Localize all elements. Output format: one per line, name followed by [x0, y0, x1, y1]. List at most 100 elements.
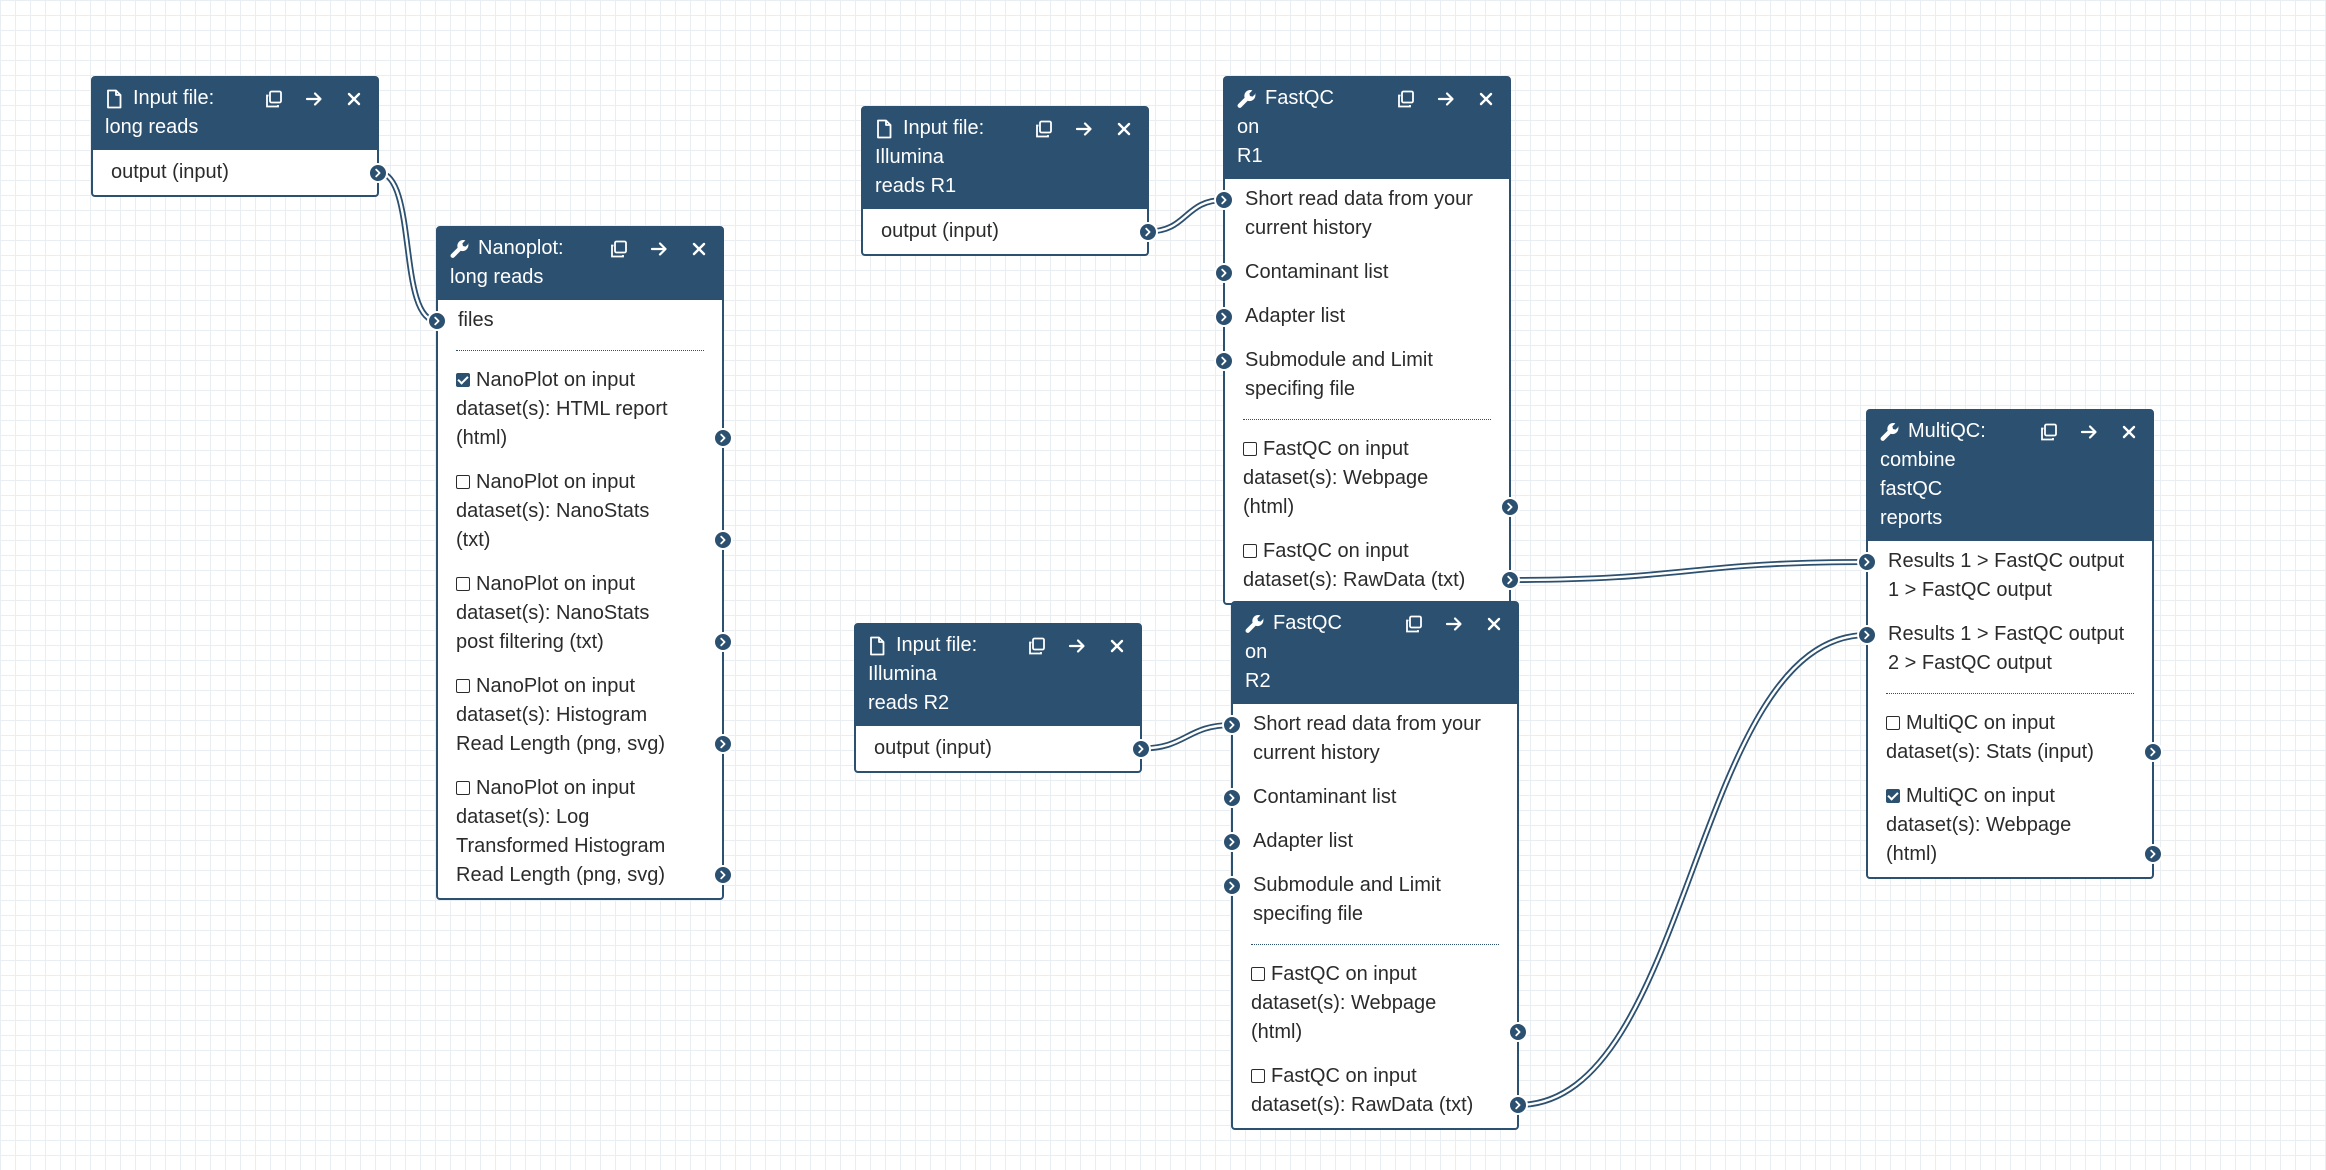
node-title-line2: R1 [1237, 145, 1263, 167]
clone-icon[interactable] [1403, 613, 1425, 635]
output-terminal-icon[interactable] [713, 530, 733, 550]
wrench-icon [1245, 614, 1267, 634]
output-checkbox[interactable] [1243, 442, 1257, 456]
node-input-label: Submodule and Limit specifing file [1245, 349, 1433, 400]
output-terminal-icon[interactable] [1138, 221, 1158, 242]
close-icon[interactable] [2118, 421, 2140, 443]
node-input-label: Submodule and Limit specifing file [1253, 874, 1441, 925]
output-checkbox[interactable] [1251, 1069, 1265, 1083]
connection-edge[interactable] [1509, 559, 1868, 583]
output-checkbox[interactable] [456, 577, 470, 591]
output-checkbox[interactable] [1251, 967, 1265, 981]
arrow-right-icon[interactable] [1066, 635, 1088, 657]
node-header[interactable]: Input file:long reads [93, 78, 377, 150]
output-checkbox[interactable] [456, 781, 470, 795]
output-checkbox[interactable] [456, 373, 470, 387]
input-terminal-icon[interactable] [1857, 552, 1877, 572]
node-output-row: output (input) [856, 734, 1151, 763]
close-icon[interactable] [688, 238, 710, 260]
output-checkbox[interactable] [1886, 789, 1900, 803]
node-input-row: Submodule and Limit specifing file [1222, 871, 1517, 929]
node-title-line1: FastQC on [1237, 87, 1334, 138]
node-output-label: NanoPlot on input dataset(s): Histogram … [456, 675, 666, 755]
connection-edge[interactable] [1517, 632, 1868, 1108]
output-terminal-icon[interactable] [1500, 497, 1520, 517]
node-title-line2: Illumina reads R1 [875, 146, 957, 197]
node-output-label: output (input) [111, 161, 229, 183]
workflow-node-input-long[interactable]: Input file:long reads output (input) [91, 76, 388, 197]
clone-icon[interactable] [1395, 88, 1417, 110]
node-input-label: Contaminant list [1253, 786, 1397, 808]
output-terminal-icon[interactable] [2143, 844, 2163, 864]
close-icon[interactable] [1106, 635, 1128, 657]
clone-icon[interactable] [2038, 421, 2060, 443]
close-icon[interactable] [343, 88, 365, 110]
arrow-right-icon[interactable] [1435, 88, 1457, 110]
node-title-line2: Illumina reads R2 [868, 663, 950, 714]
node-header[interactable]: FastQC on R1 [1225, 78, 1509, 179]
output-terminal-icon[interactable] [1500, 570, 1520, 590]
io-divider [1243, 419, 1491, 420]
input-terminal-icon[interactable] [1222, 876, 1242, 896]
input-terminal-icon[interactable] [1857, 625, 1877, 645]
arrow-right-icon[interactable] [648, 238, 670, 260]
output-terminal-icon[interactable] [713, 632, 733, 652]
clone-icon[interactable] [608, 238, 630, 260]
arrow-right-icon[interactable] [303, 88, 325, 110]
workflow-node-input-r2[interactable]: Input file:Illumina reads R2 output (inpu… [854, 623, 1151, 773]
close-icon[interactable] [1475, 88, 1497, 110]
arrow-right-icon[interactable] [1443, 613, 1465, 635]
output-checkbox[interactable] [1886, 716, 1900, 730]
output-checkbox[interactable] [456, 475, 470, 489]
connection-edge[interactable] [1147, 197, 1225, 235]
output-terminal-icon[interactable] [1508, 1022, 1528, 1042]
node-title-line1: Input file: [133, 87, 215, 109]
output-terminal-icon[interactable] [713, 865, 733, 885]
node-output: MultiQC on input dataset(s): Stats (inpu… [1886, 709, 2134, 767]
input-terminal-icon[interactable] [1214, 190, 1234, 210]
output-terminal-icon[interactable] [713, 734, 733, 754]
arrow-right-icon[interactable] [1073, 118, 1095, 140]
input-terminal-icon[interactable] [427, 311, 447, 331]
input-terminal-icon[interactable] [1222, 788, 1242, 808]
input-terminal-icon[interactable] [1214, 307, 1234, 327]
wrench-icon [1237, 89, 1259, 109]
input-terminal-icon[interactable] [1222, 715, 1242, 735]
clone-icon[interactable] [1026, 635, 1048, 657]
input-terminal-icon[interactable] [1214, 263, 1234, 283]
output-checkbox[interactable] [1243, 544, 1257, 558]
output-checkbox[interactable] [456, 679, 470, 693]
node-header[interactable]: Input file:Illumina reads R1 [863, 108, 1147, 209]
input-terminal-icon[interactable] [1214, 351, 1234, 371]
node-body: output (input) [856, 726, 1151, 771]
clone-icon[interactable] [1033, 118, 1055, 140]
arrow-right-icon[interactable] [2078, 421, 2100, 443]
node-input-row: Short read data from your current histor… [1222, 710, 1517, 768]
close-icon[interactable] [1113, 118, 1135, 140]
output-terminal-icon[interactable] [713, 428, 733, 448]
node-header[interactable]: Nanoplot:long reads [438, 228, 722, 300]
node-output-row: NanoPlot on input dataset(s): Histogram … [438, 672, 733, 759]
output-terminal-icon[interactable] [368, 162, 388, 183]
node-header[interactable]: Input file:Illumina reads R2 [856, 625, 1140, 726]
output-terminal-icon[interactable] [2143, 742, 2163, 762]
node-header[interactable]: MultiQC:combine fastQC reports [1868, 411, 2152, 541]
clone-icon[interactable] [263, 88, 285, 110]
connection-edge[interactable] [1140, 722, 1233, 752]
close-icon[interactable] [1483, 613, 1505, 635]
output-terminal-icon[interactable] [1131, 738, 1151, 759]
file-icon [868, 636, 890, 656]
node-input-label: Short read data from your current histor… [1253, 713, 1481, 764]
node-input-label: Adapter list [1245, 305, 1346, 327]
connection-edge[interactable] [377, 169, 438, 324]
input-terminal-icon[interactable] [1222, 832, 1242, 852]
node-output: NanoPlot on input dataset(s): NanoStats … [456, 468, 704, 555]
output-terminal-icon[interactable] [1508, 1095, 1528, 1115]
